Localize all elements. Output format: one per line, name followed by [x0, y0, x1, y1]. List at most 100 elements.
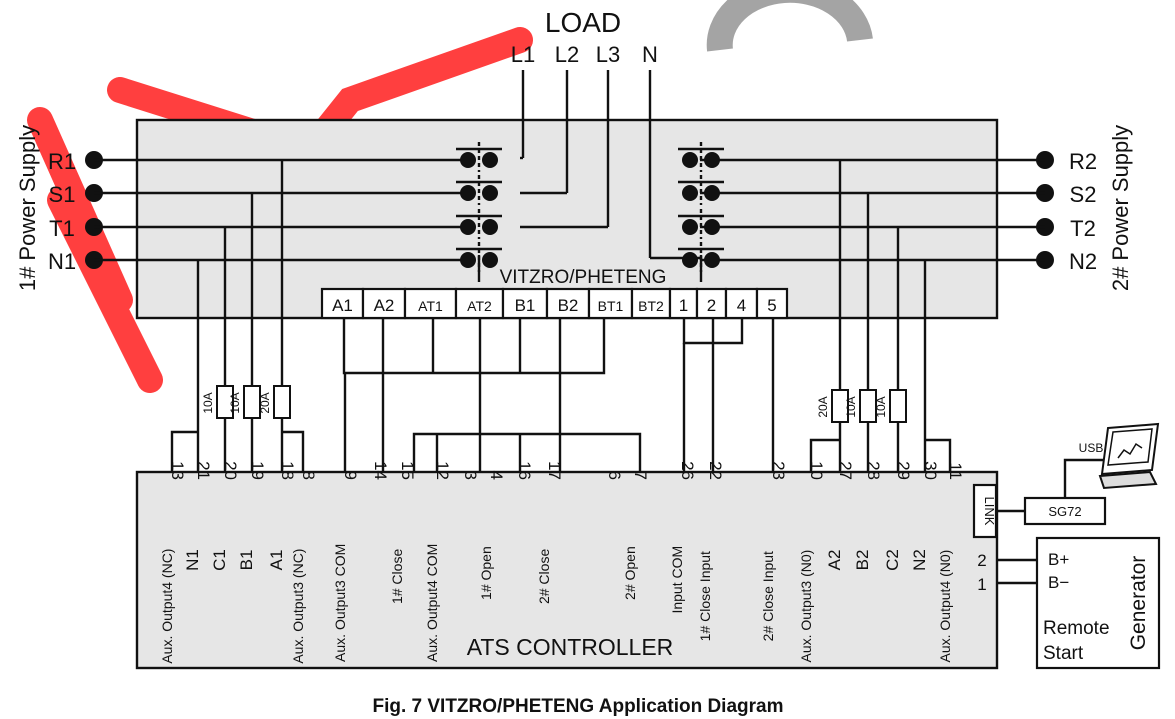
- controller-pin-18: 18: [278, 461, 297, 480]
- load-line-L2: L2: [555, 42, 579, 67]
- controller-pin-label-23: 2# Close Input: [760, 551, 776, 641]
- contact-0-2: [460, 219, 476, 235]
- ats-controller-title: ATS CONTROLLER: [467, 634, 674, 660]
- laptop-icon: [1098, 422, 1160, 490]
- contact-1-0: [682, 152, 698, 168]
- wire-10: [809, 438, 840, 472]
- link-label: LINK: [982, 497, 997, 526]
- supply2-label: 2# Power Supply: [1108, 125, 1133, 291]
- contact-1-1: [682, 185, 698, 201]
- controller-pin-13: 13: [168, 461, 187, 480]
- contact-0-1: [482, 185, 498, 201]
- supply1-terminal-S1: S1: [49, 182, 76, 207]
- supply1-terminal-R1: R1: [48, 149, 76, 174]
- generator-terminal-bplus: B+: [1048, 550, 1069, 569]
- generator-terminal-bminus: B−: [1048, 573, 1069, 592]
- sg72-module: [1023, 496, 1107, 526]
- fuse-right-1: [859, 389, 877, 423]
- switch-terminal-A2: A2: [374, 296, 395, 315]
- controller-pin-label-26: Input COM: [669, 546, 685, 614]
- contact-1-3: [704, 252, 720, 268]
- supply1-terminal-T1: T1: [49, 216, 75, 241]
- controller-pin-label-17: 2# Close: [536, 549, 552, 604]
- remote-pin-2: 2: [977, 551, 986, 570]
- usb-label: USB: [1079, 441, 1104, 455]
- switch-terminal-1: 1: [679, 296, 688, 315]
- controller-pin-label-15: 1# Close: [389, 549, 405, 604]
- fuse-right-label-2: 10A: [874, 396, 888, 417]
- fuse-left-label-0: 10A: [201, 392, 215, 413]
- sg72-label: SG72: [1048, 504, 1081, 519]
- controller-pin-label-11: Aux. Output4 (N0): [937, 550, 953, 663]
- controller-pin-label-10: Aux. Output3 (N0): [798, 550, 814, 663]
- figure-caption: Fig. 7 VITZRO/PHETENG Application Diagra…: [372, 696, 783, 717]
- generator-remote-label: Remote: [1043, 618, 1110, 639]
- wire-13: [170, 430, 198, 472]
- controller-pin-30: 30: [921, 461, 940, 480]
- generator-box: [1035, 536, 1161, 670]
- watermark-grey-stroke: [706, 0, 873, 52]
- supply2-terminal-S2: S2: [1070, 182, 1097, 207]
- controller-pin-21: 21: [194, 461, 213, 480]
- switch-contacts: [456, 142, 724, 282]
- contact-1-1: [704, 185, 720, 201]
- controller-pin-label-27: A2: [825, 550, 844, 571]
- fuse-right-0: [831, 389, 849, 423]
- switch-terminal-5: 5: [767, 296, 776, 315]
- wire-usb: [1063, 458, 1108, 498]
- switch-terminal-AT1: AT1: [418, 298, 443, 314]
- load-line-N: N: [642, 42, 658, 67]
- switch-terminal-box-BT2: [630, 287, 672, 320]
- controller-pin-label-20: C1: [210, 549, 229, 571]
- wire-common-bus: [342, 318, 606, 375]
- switch-terminal-2: 2: [707, 296, 716, 315]
- contact-0-3: [460, 252, 476, 268]
- ats-controller-body: [135, 470, 999, 670]
- contact-0-2: [482, 219, 498, 235]
- fuse-left-2: [273, 385, 291, 419]
- controller-pin-6: 6: [605, 471, 624, 480]
- controller-pin-label-22: 1# Close Input: [697, 551, 713, 641]
- switch-terminal-BT1: BT1: [598, 298, 624, 314]
- contact-1-0: [704, 152, 720, 168]
- switch-brand-label: VITZRO/PHETENG: [500, 267, 667, 288]
- controller-pin-label-4: 1# Open: [478, 546, 494, 600]
- controller-pin-10: 10: [807, 461, 826, 480]
- wire-8: [282, 430, 305, 472]
- controller-pin-label-7: 2# Open: [622, 546, 638, 600]
- controller-pin-26: 26: [678, 461, 697, 480]
- controller-pin-3: 3: [461, 471, 480, 480]
- supply1-label: 1# Power Supply: [15, 125, 40, 291]
- supply2-terminal-N2: N2: [1069, 249, 1097, 274]
- controller-pin-label-21: N1: [183, 549, 202, 571]
- switch-terminal-B1: B1: [515, 296, 536, 315]
- controller-pin-label-18: A1: [267, 550, 286, 571]
- switch-terminal-A1: A1: [332, 296, 353, 315]
- generator-start-label: Start: [1043, 643, 1084, 664]
- controller-pin-label-28: B2: [853, 550, 872, 571]
- contact-0-1: [460, 185, 476, 201]
- controller-pin-8: 8: [299, 471, 318, 480]
- supply1-terminal-N1: N1: [48, 249, 76, 274]
- load-line-L3: L3: [596, 42, 620, 67]
- contact-1-3: [682, 252, 698, 268]
- controller-pin-14: 14: [371, 461, 390, 480]
- controller-pin-label-30: N2: [910, 549, 929, 571]
- fuse-right-label-1: 10A: [844, 396, 858, 417]
- supply2-terminal-T2: T2: [1070, 216, 1096, 241]
- controller-pin-15: 15: [398, 461, 417, 480]
- controller-pin-17: 17: [545, 461, 564, 480]
- load-title: LOAD: [545, 7, 621, 38]
- controller-pin-label-29: C2: [883, 549, 902, 571]
- fuse-left-label-2: 20A: [258, 392, 272, 413]
- controller-pin-22: 22: [706, 461, 725, 480]
- fuse-right-2: [889, 389, 907, 423]
- switch-terminal-box-B2: [545, 287, 591, 320]
- controller-pin-label-19: B1: [237, 550, 256, 571]
- controller-pin-label-9: Aux. Output3 COM: [332, 544, 348, 662]
